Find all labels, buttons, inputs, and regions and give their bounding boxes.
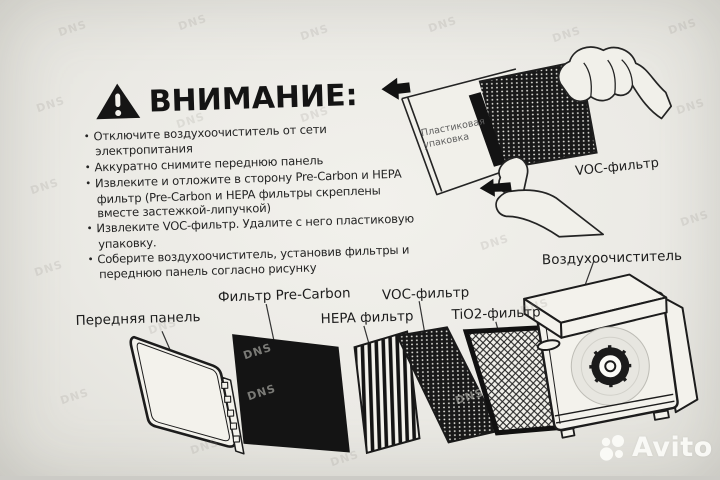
hepa-label: HEPA фильтр: [320, 308, 414, 328]
avito-watermark: Avito: [598, 432, 713, 463]
avito-logo-icon: [599, 434, 624, 461]
avito-wordmark: Avito: [632, 432, 713, 463]
front-panel: [129, 335, 245, 455]
voc-label: VOC-фильтр: [381, 284, 470, 304]
warning-title: ВНИМАНИЕ:: [148, 78, 359, 120]
pre-carbon-filter: [232, 334, 350, 453]
photo-bottom-edge: [0, 476, 720, 480]
filter-removal-illustration: [381, 46, 673, 238]
exploded-view-diagram: [129, 260, 699, 455]
warning-triangle-icon: [96, 83, 141, 120]
hand-top: [557, 46, 673, 120]
packaging-edge-bar: [468, 92, 506, 167]
air-purifier-body: [523, 273, 699, 439]
left-arrow-icon: [381, 77, 411, 100]
left-arrow-small-icon: [479, 178, 512, 197]
hepa-filter: [353, 330, 421, 455]
tio2-label: TiO2-фильтр: [451, 304, 541, 324]
fan-icon: [589, 345, 632, 388]
